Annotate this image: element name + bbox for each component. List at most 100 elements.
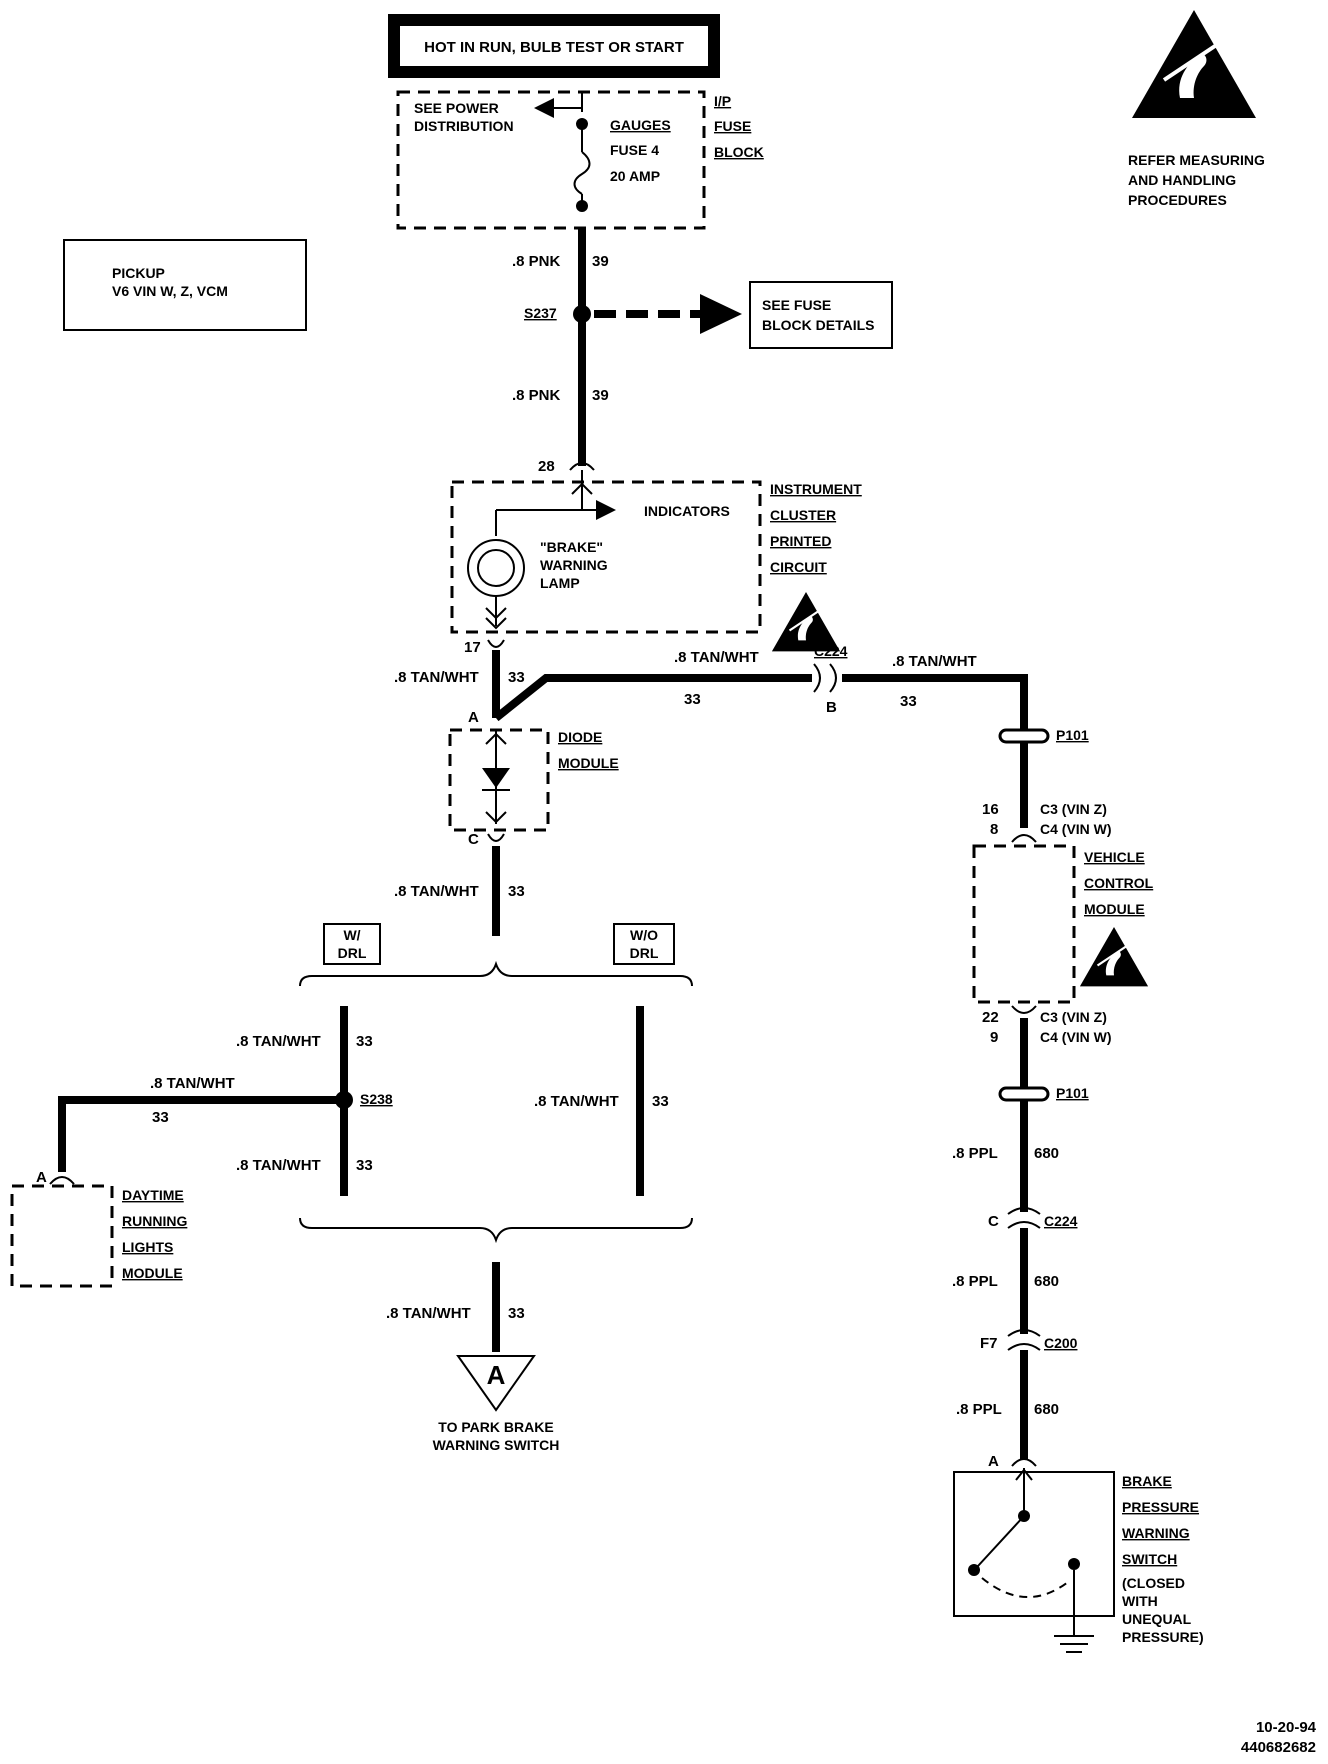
- wire-33-to-drl: [58, 1096, 344, 1172]
- cluster-label-4: CIRCUIT: [770, 559, 827, 575]
- cluster-label-1: INSTRUMENT: [770, 481, 862, 497]
- fuse-line-2: FUSE 4: [610, 142, 659, 158]
- switch-label-7: UNEQUAL: [1122, 1611, 1192, 1627]
- park-brake-1: TO PARK BRAKE: [438, 1419, 553, 1435]
- vcm-conn-top-2: C4 (VIN W): [1040, 821, 1112, 837]
- wire-33-to-c224: [493, 674, 812, 722]
- pin-a-switch-label: A: [988, 1453, 999, 1470]
- wo-drl-1: W/O: [630, 927, 658, 943]
- brake-lamp-2: WARNING: [540, 557, 608, 573]
- header-label: HOT IN RUN, BULB TEST OR START: [424, 39, 684, 56]
- c224-label-top: C224: [814, 643, 848, 659]
- circuit-680-1: 680: [1034, 1145, 1059, 1162]
- vcm-box: [972, 844, 1076, 1004]
- ip-label-2: FUSE: [714, 118, 751, 134]
- wire-pnk-label-1: .8 PNK: [512, 253, 561, 270]
- vcm-conn-bottom-1: C3 (VIN Z): [1040, 1009, 1107, 1025]
- brake-lamp-icon: [467, 539, 525, 597]
- pin-a-drl-label: A: [36, 1169, 47, 1186]
- vcm-pin-9: 9: [990, 1029, 998, 1046]
- w-drl-2: DRL: [338, 945, 367, 961]
- pin-b-label: B: [826, 699, 837, 716]
- see-power-line-2: DISTRIBUTION: [414, 118, 514, 134]
- vehicle-line-2: V6 VIN W, Z, VCM: [112, 283, 228, 299]
- wire-ppl-3: .8 PPL: [956, 1401, 1002, 1418]
- wire-ppl-2: .8 PPL: [952, 1273, 998, 1290]
- c200-label: C200: [1044, 1335, 1078, 1351]
- wire-tanwht-2: .8 TAN/WHT: [674, 649, 759, 666]
- wire-pnk-label-2: .8 PNK: [512, 387, 561, 404]
- see-fuse-block-box: [749, 281, 893, 349]
- wire-tanwht-1: .8 TAN/WHT: [394, 669, 479, 686]
- diode-module: A DIODE MODULE C: [448, 709, 619, 848]
- drl-label-2: RUNNING: [122, 1213, 187, 1229]
- ip-label-3: BLOCK: [714, 144, 764, 160]
- p101-label-top: P101: [1056, 727, 1089, 743]
- switch-label-5: (CLOSED: [1122, 1575, 1185, 1591]
- wire-tanwht-6: .8 TAN/WHT: [236, 1157, 321, 1174]
- wo-drl-2: DRL: [630, 945, 659, 961]
- vcm-conn-top-1: C3 (VIN Z): [1040, 801, 1107, 817]
- brake-lamp-1: "BRAKE": [540, 539, 603, 555]
- esd-note-3: PROCEDURES: [1128, 192, 1227, 208]
- pin-28-label: 28: [538, 458, 555, 475]
- circuit-39-label-2: 39: [592, 387, 609, 404]
- circuit-33-6: 33: [356, 1157, 373, 1174]
- drl-label-1: DAYTIME: [122, 1187, 184, 1203]
- s238-label: S238: [360, 1091, 393, 1107]
- cluster-label-2: CLUSTER: [770, 507, 836, 523]
- diode-label-1: DIODE: [558, 729, 602, 745]
- switch-label-4: SWITCH: [1122, 1551, 1177, 1567]
- diode-icon: [482, 768, 510, 788]
- switch-label-6: WITH: [1122, 1593, 1158, 1609]
- wire-tanwht-4: .8 TAN/WHT: [394, 883, 479, 900]
- brake-lamp-3: LAMP: [540, 575, 580, 591]
- circuit-39-label-1: 39: [592, 253, 609, 270]
- indicators-label: INDICATORS: [644, 503, 730, 519]
- connector-a-triangle: [456, 1355, 536, 1412]
- c224-connector-right: [1007, 1207, 1041, 1229]
- switch-label-8: PRESSURE): [1122, 1629, 1204, 1645]
- switch-label-3: WARNING: [1122, 1525, 1190, 1541]
- circuit-33-4: 33: [508, 883, 525, 900]
- circuit-33-2: 33: [684, 691, 701, 708]
- fuse-line-1: GAUGES: [610, 117, 671, 133]
- power-header-box: HOT IN RUN, BULB TEST OR START: [388, 14, 720, 78]
- esd-note-2: AND HANDLING: [1128, 172, 1236, 188]
- option-brace-top: [299, 960, 693, 987]
- circuit-33-8: 33: [652, 1093, 669, 1110]
- circuit-33-7: 33: [152, 1109, 169, 1126]
- p101-connector-top: [998, 716, 1050, 744]
- pin-c-diode-label: C: [468, 831, 479, 848]
- footer-code: 440682682: [1241, 1739, 1316, 1756]
- switch-arm-icon: [977, 1515, 1025, 1567]
- esd-warning-icon: [1130, 8, 1258, 120]
- wire-ppl-1: .8 PPL: [952, 1145, 998, 1162]
- circuit-33-3: 33: [900, 693, 917, 710]
- c224-label-right: C224: [1044, 1213, 1078, 1229]
- circuit-680-3: 680: [1034, 1401, 1059, 1418]
- wire-tanwht-8: .8 TAN/WHT: [534, 1093, 619, 1110]
- wire-tanwht-3: .8 TAN/WHT: [892, 653, 977, 670]
- wire-tanwht-5: .8 TAN/WHT: [236, 1033, 321, 1050]
- w-drl-box: [323, 923, 381, 965]
- p101-connector-bottom: [998, 1086, 1050, 1102]
- instrument-cluster: INDICATORS "BRAKE" WARNING LAMP INSTRUME…: [450, 470, 862, 653]
- see-fuse-1: SEE FUSE: [762, 297, 831, 313]
- vcm-pin-22: 22: [982, 1009, 999, 1026]
- brake-pressure-switch: A BRAKE PRESSURE WARNING SWITCH (CLOSED …: [953, 1453, 1204, 1653]
- see-power-line-1: SEE POWER: [414, 100, 499, 116]
- vcm-label-1: VEHICLE: [1084, 849, 1145, 865]
- arrow-icon: [700, 294, 742, 334]
- wo-drl-box: [613, 923, 675, 965]
- c200-connector: [1007, 1329, 1041, 1351]
- circuit-33-1: 33: [508, 669, 525, 686]
- esd-note-1: REFER MEASURING: [1128, 152, 1265, 168]
- option-brace-bottom: [299, 1217, 693, 1244]
- vcm-label-3: MODULE: [1084, 901, 1145, 917]
- w-drl-1: W/: [343, 927, 360, 943]
- circuit-680-2: 680: [1034, 1273, 1059, 1290]
- circuit-33-5: 33: [356, 1033, 373, 1050]
- vcm-label-2: CONTROL: [1084, 875, 1154, 891]
- pin-f7-label: F7: [980, 1335, 998, 1352]
